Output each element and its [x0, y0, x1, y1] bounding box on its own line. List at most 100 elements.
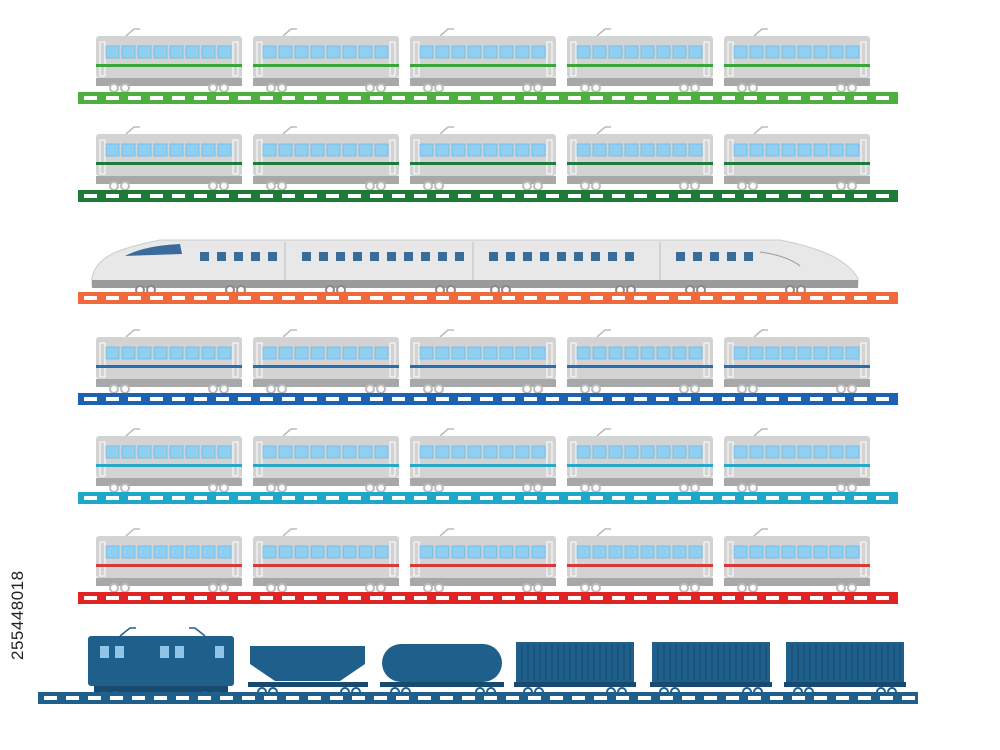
rail-gap [634, 596, 647, 600]
rail-gap [418, 696, 431, 700]
freight-container-car [784, 642, 906, 697]
car-window [185, 346, 200, 360]
car-stripe [724, 365, 870, 368]
car-window [169, 545, 184, 559]
rail-gap [436, 296, 449, 300]
rail-gap [330, 696, 343, 700]
car-window [262, 143, 277, 157]
car-window [656, 445, 671, 459]
wheel [120, 384, 130, 394]
rail-gap [84, 194, 97, 198]
car-window [435, 45, 450, 59]
pantograph [125, 528, 140, 537]
rail-track [38, 692, 918, 704]
wheel [219, 384, 229, 394]
car-door [413, 441, 420, 477]
rail-gap [568, 496, 581, 500]
car-door [99, 139, 106, 175]
rail-gap [238, 397, 251, 401]
rail-gap [550, 696, 563, 700]
car-underframe [724, 78, 870, 86]
locomotive-body [88, 636, 234, 686]
shinkansen-window [353, 252, 362, 261]
car-window [326, 346, 341, 360]
car-window [813, 143, 828, 157]
wheel [580, 181, 590, 191]
car-underframe [253, 379, 399, 387]
rail-gap [590, 194, 603, 198]
freight-tank-car [380, 644, 504, 697]
pantograph [282, 528, 297, 537]
car-window [310, 143, 325, 157]
rail-gap [392, 96, 405, 100]
rail-track [78, 592, 898, 604]
car-window [688, 346, 703, 360]
car-window [845, 445, 860, 459]
car-window [451, 45, 466, 59]
pantograph [753, 126, 768, 135]
car-window [829, 346, 844, 360]
rail-gap [480, 496, 493, 500]
rail-gap [84, 596, 97, 600]
car-window [531, 143, 546, 157]
car-window [531, 45, 546, 59]
train-row-6 [78, 528, 898, 604]
car-window [310, 545, 325, 559]
car-window [105, 346, 120, 360]
car-window [688, 445, 703, 459]
commuter-car [567, 528, 713, 593]
car-window [358, 545, 373, 559]
shinkansen-window [625, 252, 634, 261]
rail-gap [546, 596, 559, 600]
shinkansen-window [438, 252, 447, 261]
rail-gap [744, 397, 757, 401]
rail-gap [304, 96, 317, 100]
car-window [624, 346, 639, 360]
car-stripe [253, 365, 399, 368]
car-window [765, 545, 780, 559]
rail-gap [260, 194, 273, 198]
wheel [434, 483, 444, 493]
rail-gap [832, 596, 845, 600]
car-window [592, 445, 607, 459]
car-stripe [724, 464, 870, 467]
rail-gap [744, 596, 757, 600]
rail-gap [392, 194, 405, 198]
car-window [608, 143, 623, 157]
rail-gap [260, 496, 273, 500]
locomotive-underframe [94, 686, 228, 692]
shinkansen-body [91, 239, 859, 287]
car-window [576, 545, 591, 559]
car-door [389, 139, 396, 175]
car-door [232, 342, 239, 378]
rail-gap [106, 194, 119, 198]
rail-gap [682, 696, 695, 700]
shinkansen-underframe [92, 280, 858, 288]
rail-gap [132, 696, 145, 700]
car-underframe [724, 176, 870, 184]
wheel [219, 181, 229, 191]
wheel [748, 181, 758, 191]
wheel [690, 384, 700, 394]
car-door [570, 139, 577, 175]
wheel [266, 384, 276, 394]
rail-gap [832, 296, 845, 300]
car-window [185, 143, 200, 157]
car-window [640, 445, 655, 459]
car-underframe [96, 379, 242, 387]
rail-gap [876, 496, 889, 500]
car-door [860, 41, 867, 77]
rail-gap [66, 696, 79, 700]
commuter-car [410, 329, 556, 394]
rail-gap [590, 296, 603, 300]
rail-gap [458, 596, 471, 600]
car-underframe [253, 478, 399, 486]
rail-gap [172, 496, 185, 500]
rail-gap [656, 596, 669, 600]
car-window [419, 545, 434, 559]
commuter-car [96, 528, 242, 593]
car-door [99, 41, 106, 77]
rail-gap [458, 496, 471, 500]
car-window [137, 545, 152, 559]
